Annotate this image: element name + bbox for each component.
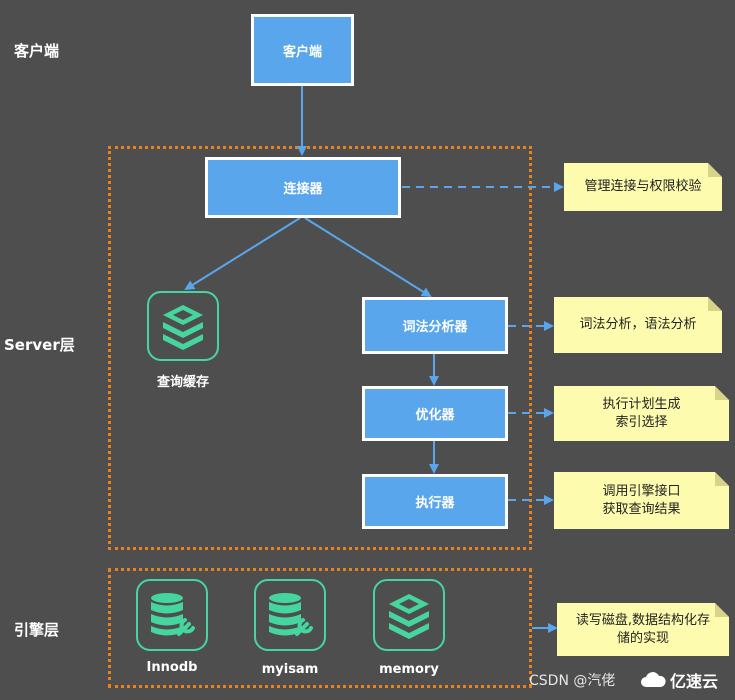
client-box: 客户端 bbox=[251, 14, 354, 86]
connector-box: 连接器 bbox=[205, 157, 401, 218]
query-cache-label: 查询缓存 bbox=[156, 375, 209, 390]
query-cache-icon bbox=[147, 291, 219, 361]
note-lexer: 词法分析，语法分析 bbox=[554, 297, 722, 353]
lexer-box: 词法分析器 bbox=[362, 297, 508, 354]
note-executor-line-2: 获取查询结果 bbox=[602, 501, 681, 517]
engine-layer-label: 引擎层 bbox=[14, 621, 60, 639]
memory-engine-icon bbox=[373, 579, 445, 651]
csdn-watermark: CSDN @汽佬 bbox=[529, 673, 616, 689]
database-wrench-icon bbox=[151, 593, 195, 636]
optimizer-box: 优化器 bbox=[362, 386, 508, 441]
stack-layers-icon bbox=[163, 305, 203, 350]
note-optimizer-line-2: 索引选择 bbox=[615, 414, 668, 430]
note-engine: 读写磁盘,数据结构化存 储的实现 bbox=[557, 603, 729, 656]
note-connector-line-1: 管理连接与权限校验 bbox=[584, 179, 702, 194]
note-lexer-line-1: 词法分析，语法分析 bbox=[579, 317, 697, 332]
arrow-connector-to-lexer bbox=[304, 217, 432, 298]
client-layer-label: 客户端 bbox=[14, 42, 60, 60]
note-engine-line-1: 读写磁盘,数据结构化存 bbox=[575, 612, 711, 628]
note-executor: 调用引擎接口 获取查询结果 bbox=[554, 472, 729, 529]
arrow-connector-to-cache bbox=[184, 217, 301, 291]
cloud-icon bbox=[641, 672, 666, 687]
note-optimizer-line-1: 执行计划生成 bbox=[602, 396, 681, 412]
myisam-label: myisam bbox=[261, 662, 319, 677]
executor-box: 执行器 bbox=[362, 474, 508, 529]
note-optimizer: 执行计划生成 索引选择 bbox=[554, 386, 729, 441]
server-layer-label: Server层 bbox=[4, 336, 75, 354]
note-connector: 管理连接与权限校验 bbox=[564, 163, 722, 211]
stack-layers-icon bbox=[389, 594, 429, 639]
memory-label: memory bbox=[379, 662, 439, 677]
myisam-engine-icon bbox=[254, 579, 326, 651]
yisu-logo-text: 亿速云 bbox=[670, 672, 719, 691]
innodb-label: Innodb bbox=[146, 660, 198, 675]
innodb-engine-icon bbox=[136, 579, 208, 651]
note-executor-line-1: 调用引擎接口 bbox=[602, 483, 681, 499]
note-engine-line-2: 储的实现 bbox=[616, 630, 669, 646]
database-wrench-icon bbox=[269, 593, 313, 636]
server-layer-region bbox=[108, 146, 532, 550]
yisu-logo: 亿速云 bbox=[640, 668, 718, 692]
engine-layer-region bbox=[108, 568, 532, 688]
